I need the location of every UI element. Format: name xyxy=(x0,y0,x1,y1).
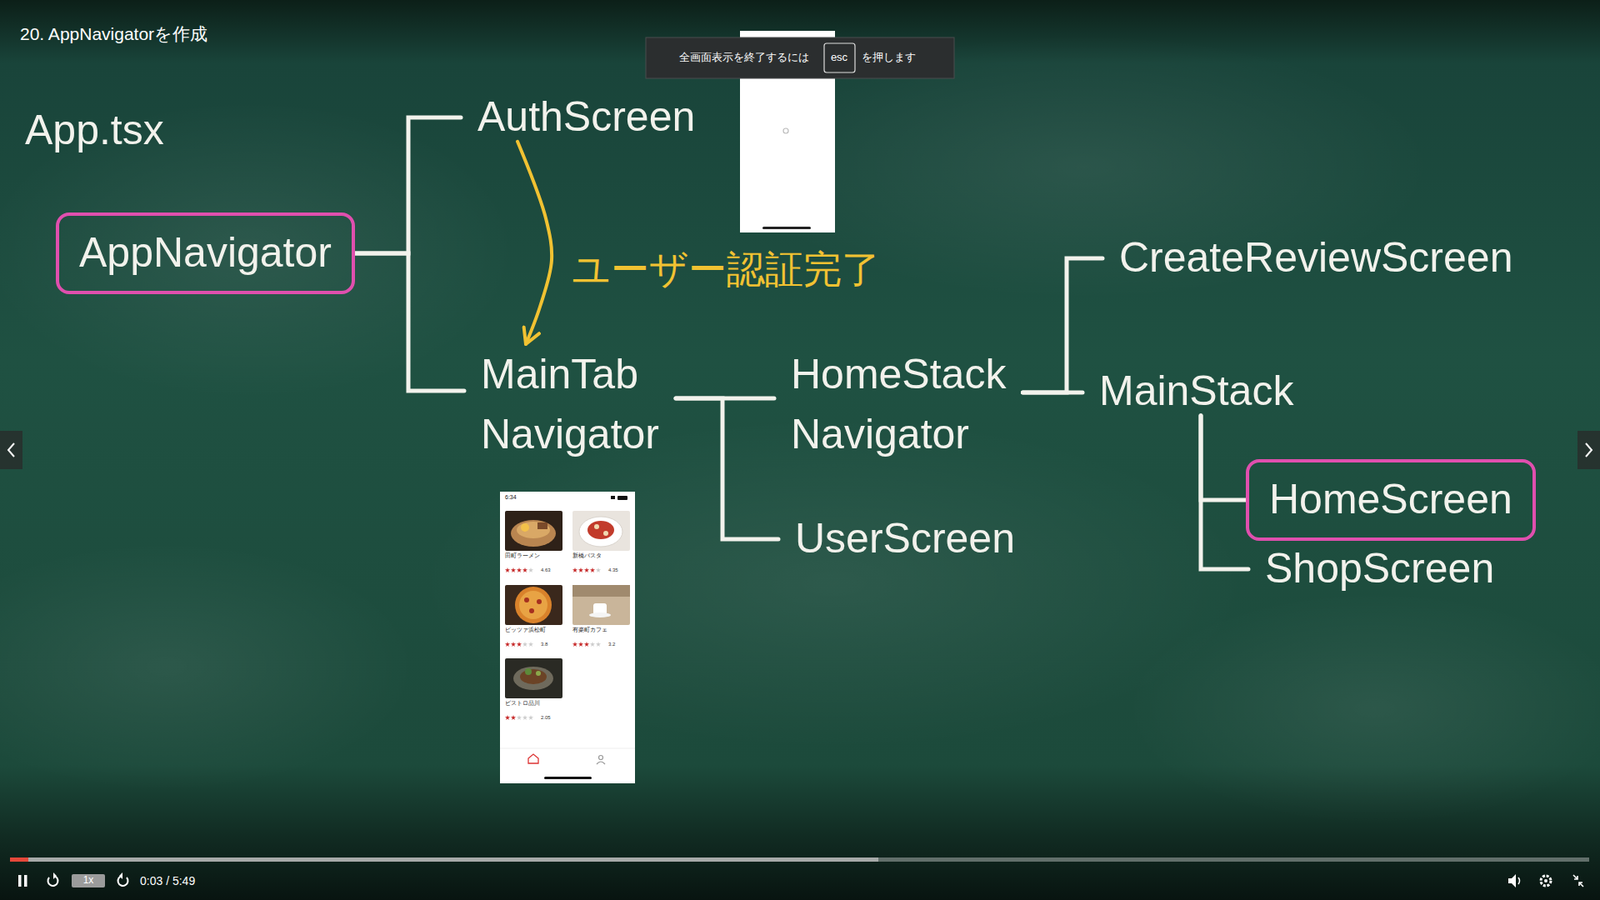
notice-text: を押します xyxy=(861,51,916,65)
speed-label: 1x xyxy=(83,875,95,887)
time-display: 0:03 / 5:49 xyxy=(140,874,195,888)
bracket-connector xyxy=(1022,258,1103,393)
node-text: AppNavigator xyxy=(79,229,332,278)
notice-text: 全画面表示を終了するには xyxy=(679,51,810,65)
node-text: ShopScreen xyxy=(1265,545,1495,594)
node-text: AuthScreen xyxy=(477,93,695,142)
shop-name: 田町ラーメン xyxy=(505,552,540,560)
navigator-box: HomeScreen xyxy=(1245,459,1536,541)
screen-name: MainTab Navigator xyxy=(464,344,676,465)
screen-name: CreateReviewScreen xyxy=(1102,234,1530,283)
screen-name: AuthScreen xyxy=(460,93,712,142)
lecture-title: 20. AppNavigatorを作成 xyxy=(20,24,208,45)
rating-value: 3.8 xyxy=(540,641,548,648)
edge-label: ユーザー認証完了 xyxy=(571,247,880,292)
navigator-box: AppNavigator xyxy=(55,212,355,295)
rating-value: 3.2 xyxy=(608,641,615,648)
node-text: HomeScreen xyxy=(1269,475,1513,525)
status-time: 6:34 xyxy=(505,494,517,501)
bracket-connector xyxy=(355,253,465,391)
screen-name: UserScreen xyxy=(778,515,1032,564)
bracket-connector xyxy=(1200,415,1246,500)
rating-value: 4.63 xyxy=(540,567,551,574)
node-text: MainStack xyxy=(1099,367,1294,416)
screen-name: HomeStack Navigator xyxy=(774,344,1023,465)
flow-arrow xyxy=(517,141,552,345)
video-controls xyxy=(10,857,1590,888)
key-label: esc xyxy=(830,51,848,65)
bracket-connector xyxy=(675,398,779,540)
screen-name: ShopScreen xyxy=(1248,545,1511,594)
node-text: HomeStack Navigator xyxy=(790,344,1006,465)
node-text: MainTab Navigator xyxy=(480,344,660,465)
shop-name: ピッツァ浜松町 xyxy=(505,626,546,634)
shop-name: ビストロ品川 xyxy=(505,700,540,707)
node-text: CreateReviewScreen xyxy=(1119,234,1513,283)
node-text: UserScreen xyxy=(795,515,1015,564)
bracket-connector xyxy=(1022,390,1083,395)
shop-name: 新橋パスタ xyxy=(572,552,602,560)
screen-name: MainStack xyxy=(1082,367,1310,416)
shop-name: 有楽町カフェ xyxy=(572,626,608,634)
fullscreen-notice xyxy=(645,37,955,79)
bracket-connector xyxy=(1200,415,1249,570)
bracket-connector xyxy=(355,117,461,254)
rating-value: 2.05 xyxy=(540,715,551,721)
rating-value: 4.35 xyxy=(608,567,619,574)
file-name: App.tsx xyxy=(25,106,165,155)
home-phone-screenshot xyxy=(500,491,635,784)
